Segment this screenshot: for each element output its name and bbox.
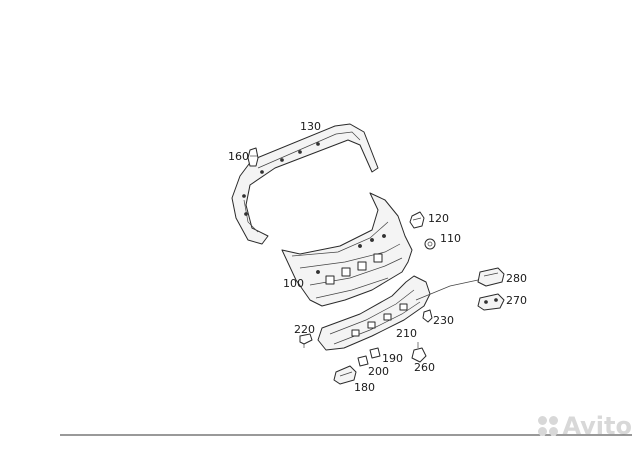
- part-260-stud: [411, 342, 427, 363]
- label-190: 190: [382, 352, 403, 365]
- label-270: 270: [506, 294, 527, 307]
- part-200-fastener: [357, 355, 369, 367]
- label-160: 160: [228, 150, 249, 163]
- part-280-lamp: [415, 267, 505, 301]
- label-220: 220: [294, 323, 315, 336]
- part-130-upper-trim: [231, 123, 379, 245]
- part-110-grommet: [424, 238, 436, 250]
- part-230-clip: [422, 309, 433, 323]
- label-110: 110: [440, 232, 461, 245]
- part-270-lens: [477, 293, 505, 311]
- label-280: 280: [506, 272, 527, 285]
- part-120-bracket: [409, 211, 425, 229]
- label-230: 230: [433, 314, 454, 327]
- part-190-fastener: [369, 347, 381, 359]
- part-160-clip: [247, 147, 259, 167]
- label-210: 210: [396, 327, 417, 340]
- label-130: 130: [300, 120, 321, 133]
- label-200: 200: [368, 365, 389, 378]
- part-100-tailgate-panel: [281, 192, 413, 307]
- part-180-switch: [333, 365, 357, 385]
- avito-logo-dots-icon: [538, 416, 559, 436]
- label-100: 100: [283, 277, 304, 290]
- label-180: 180: [354, 381, 375, 394]
- watermark: Avito: [538, 412, 632, 440]
- label-120: 120: [428, 212, 449, 225]
- watermark-text: Avito: [562, 412, 632, 440]
- label-260: 260: [414, 361, 435, 374]
- part-210-lower-trim: [317, 275, 431, 351]
- part-220-push-clip: [299, 333, 313, 348]
